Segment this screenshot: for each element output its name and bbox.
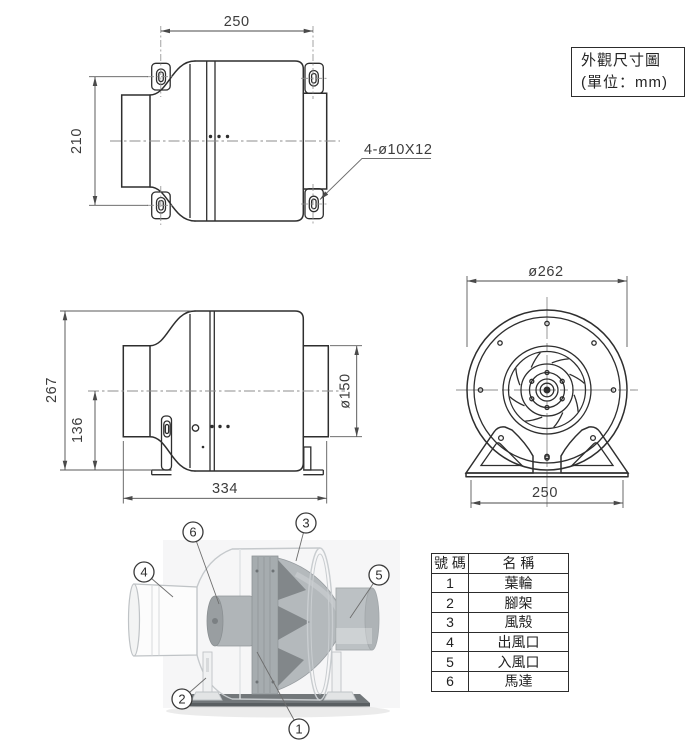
front-foot-brackets xyxy=(464,426,630,478)
part-name: 腳架 xyxy=(468,592,569,614)
front-bolt-holes xyxy=(477,320,617,460)
part-number: 3 xyxy=(431,612,469,633)
dim-label-duct-diameter: ø150 xyxy=(337,373,353,408)
table-row: 5 入風口 xyxy=(431,651,569,673)
callout-5: 5 xyxy=(368,564,390,586)
part-name: 出風口 xyxy=(468,631,569,653)
render-shadow xyxy=(166,704,390,718)
side-foot-brackets xyxy=(151,415,324,476)
side-cable-hole xyxy=(191,424,200,432)
holes-leader-line xyxy=(319,158,431,200)
render-housing-rim xyxy=(306,547,334,701)
part-name: 馬達 xyxy=(468,671,569,692)
dim-label-axis-height: 136 xyxy=(70,417,86,443)
render-inlet-duct xyxy=(335,587,380,651)
dim-label-base-width: 250 xyxy=(532,485,558,501)
top-body xyxy=(194,60,305,222)
callout-6-number: 6 xyxy=(189,525,196,540)
part-number: 5 xyxy=(431,651,469,673)
table-row: 2 腳架 xyxy=(431,592,569,614)
part-name: 風殼 xyxy=(468,612,569,633)
parts-table: 號 碼 名 稱 1 葉輪 2 腳架 3 風殼 4 出風口 5 入風口 6 馬達 xyxy=(431,553,569,692)
top-view-drawing: 250 210 4-ø10X12 xyxy=(69,14,432,225)
front-impeller-blades xyxy=(509,352,585,428)
table-row: 4 出風口 xyxy=(431,631,569,653)
callout-1-number: 1 xyxy=(295,722,302,737)
callout-6: 6 xyxy=(182,521,204,543)
callout-3-number: 3 xyxy=(302,516,309,531)
render-outlet-duct xyxy=(127,583,198,657)
col-header-number: 號 碼 xyxy=(431,553,469,574)
part-number: 6 xyxy=(431,671,469,692)
col-header-name: 名 稱 xyxy=(468,553,569,574)
render-motor xyxy=(206,595,255,647)
dim-label-top-width: 250 xyxy=(224,14,250,30)
part-number: 4 xyxy=(431,631,469,653)
callout-4-number: 4 xyxy=(140,565,147,580)
sheet-units: (單位：mm) xyxy=(581,74,668,91)
render-base-edge xyxy=(184,703,370,707)
side-bell-curve-lower xyxy=(149,435,196,472)
product-render: 1 2 3 4 5 6 xyxy=(127,512,400,740)
table-row: 6 馬達 xyxy=(431,671,569,692)
callout-2-number: 2 xyxy=(178,692,185,707)
render-feet xyxy=(191,651,357,701)
front-hub-bolts xyxy=(529,369,565,411)
dim-label-mounting-holes: 4-ø10X12 xyxy=(364,142,432,158)
slot-centerlines xyxy=(147,26,328,225)
side-view-drawing: 267 136 ø150 334 xyxy=(44,310,362,504)
dim-label-overall-height: 267 xyxy=(44,377,60,403)
top-rivet-dots xyxy=(208,134,230,139)
table-row: 3 風殼 xyxy=(431,612,569,633)
render-mount-plate xyxy=(251,555,279,695)
part-number: 1 xyxy=(431,572,469,594)
front-shaft-center xyxy=(543,386,551,394)
part-number: 2 xyxy=(431,592,469,614)
side-rivet-dots xyxy=(201,424,230,449)
callout-1: 1 xyxy=(288,718,310,740)
callouts: 1 2 3 4 5 6 xyxy=(133,512,390,740)
dim-label-overall-length: 334 xyxy=(212,481,238,497)
callout-4: 4 xyxy=(133,561,155,583)
dim-label-body-diameter: ø262 xyxy=(528,264,563,280)
sheet-title: 外觀尺寸圖 xyxy=(581,52,662,69)
callout-3: 3 xyxy=(295,512,317,534)
part-name: 入風口 xyxy=(468,651,569,673)
part-name: 葉輪 xyxy=(468,572,569,594)
front-housing-outer xyxy=(466,309,628,471)
callout-5-number: 5 xyxy=(375,568,382,583)
callout-2: 2 xyxy=(171,688,193,710)
table-row: 1 葉輪 xyxy=(431,572,569,594)
parts-table-header-row: 號 碼 名 稱 xyxy=(431,553,569,574)
front-drain-hole xyxy=(544,455,550,461)
dim-label-top-height: 210 xyxy=(69,128,85,154)
side-bell-curve-upper xyxy=(149,310,196,347)
front-housing-inner xyxy=(473,316,621,464)
title-box: 外觀尺寸圖 (單位：mm) xyxy=(571,47,685,97)
front-view-drawing: ø262 250 xyxy=(456,264,638,508)
